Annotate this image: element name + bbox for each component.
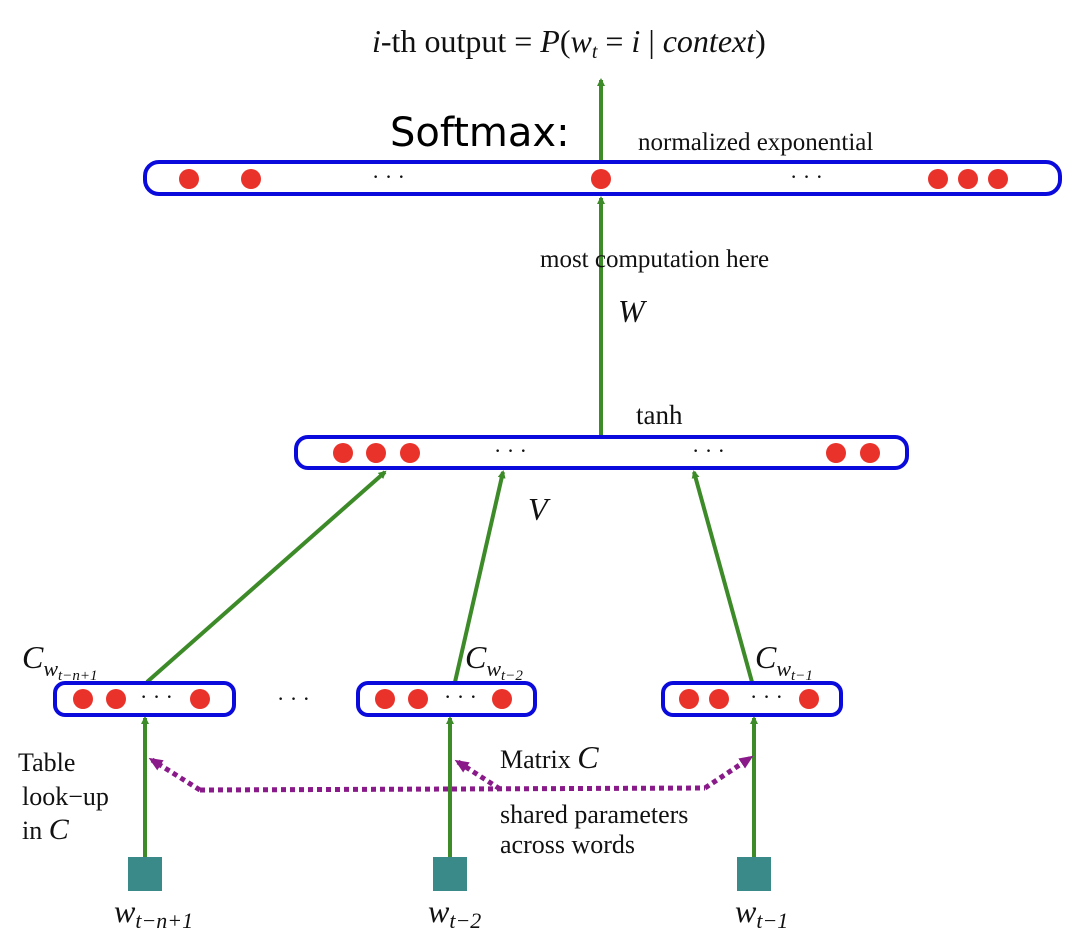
embedding2-to-hidden-arrow bbox=[453, 470, 506, 683]
unit bbox=[928, 169, 948, 189]
unit bbox=[679, 689, 699, 709]
unit bbox=[799, 689, 819, 709]
unit bbox=[492, 689, 512, 709]
unit bbox=[591, 169, 611, 189]
V-label: V bbox=[528, 491, 551, 527]
ellipsis: · · · bbox=[372, 164, 405, 189]
unit bbox=[958, 169, 978, 189]
unit bbox=[333, 443, 353, 463]
W-label: W bbox=[618, 293, 648, 329]
input-word-2 bbox=[433, 857, 467, 891]
shared-parameters-label: shared parameters across words bbox=[500, 800, 695, 859]
input-word-3 bbox=[737, 857, 771, 891]
input-label-3: wt−1 bbox=[735, 893, 788, 933]
shared-arrow-3 bbox=[703, 755, 754, 791]
embedding-box-1 bbox=[53, 681, 236, 717]
unit bbox=[179, 169, 199, 189]
ellipsis: · · · bbox=[277, 686, 310, 711]
table-lookup-label: Table look−up in C bbox=[18, 748, 115, 846]
unit bbox=[106, 689, 126, 709]
shared-arrow-2 bbox=[454, 759, 502, 792]
unit bbox=[375, 689, 395, 709]
embedding1-to-hidden-arrow bbox=[145, 470, 387, 684]
embedding3-to-hidden-arrow bbox=[691, 470, 754, 683]
unit bbox=[408, 689, 428, 709]
input-label-2: wt−2 bbox=[428, 893, 481, 933]
computation-label: most computation here bbox=[540, 246, 769, 273]
embedding-box-3 bbox=[661, 681, 843, 717]
output-formula: i-th output = P(wt = i | context) bbox=[372, 23, 766, 63]
unit bbox=[366, 443, 386, 463]
ellipsis: · · · bbox=[790, 164, 823, 189]
normalized-exponential-label: normalized exponential bbox=[638, 129, 873, 156]
ellipsis: · · · bbox=[444, 684, 477, 709]
shared-arrow-1 bbox=[148, 757, 202, 793]
unit bbox=[709, 689, 729, 709]
matrix-C-label: Matrix C bbox=[500, 739, 599, 775]
unit bbox=[988, 169, 1008, 189]
hidden-layer bbox=[294, 435, 909, 470]
unit bbox=[190, 689, 210, 709]
unit bbox=[241, 169, 261, 189]
ellipsis: · · · bbox=[140, 684, 173, 709]
ellipsis: · · · bbox=[494, 438, 527, 463]
shared-parameters-line bbox=[199, 785, 706, 793]
embedding-label-2: Cwt−2 bbox=[465, 639, 523, 684]
input-word-1 bbox=[128, 857, 162, 891]
unit bbox=[73, 689, 93, 709]
input-label-1: wt−n+1 bbox=[114, 893, 193, 933]
unit bbox=[860, 443, 880, 463]
embedding-box-2 bbox=[356, 681, 537, 717]
tanh-label: tanh bbox=[636, 400, 683, 430]
softmax-label: Softmax: bbox=[390, 110, 570, 156]
embedding-label-3: Cwt−1 bbox=[755, 639, 813, 684]
unit bbox=[400, 443, 420, 463]
ellipsis: · · · bbox=[692, 438, 725, 463]
ellipsis: · · · bbox=[750, 684, 783, 709]
output-units bbox=[179, 169, 1008, 189]
hidden-units bbox=[333, 443, 880, 463]
unit bbox=[826, 443, 846, 463]
embedding-label-1: Cwt−n+1 bbox=[22, 639, 97, 684]
